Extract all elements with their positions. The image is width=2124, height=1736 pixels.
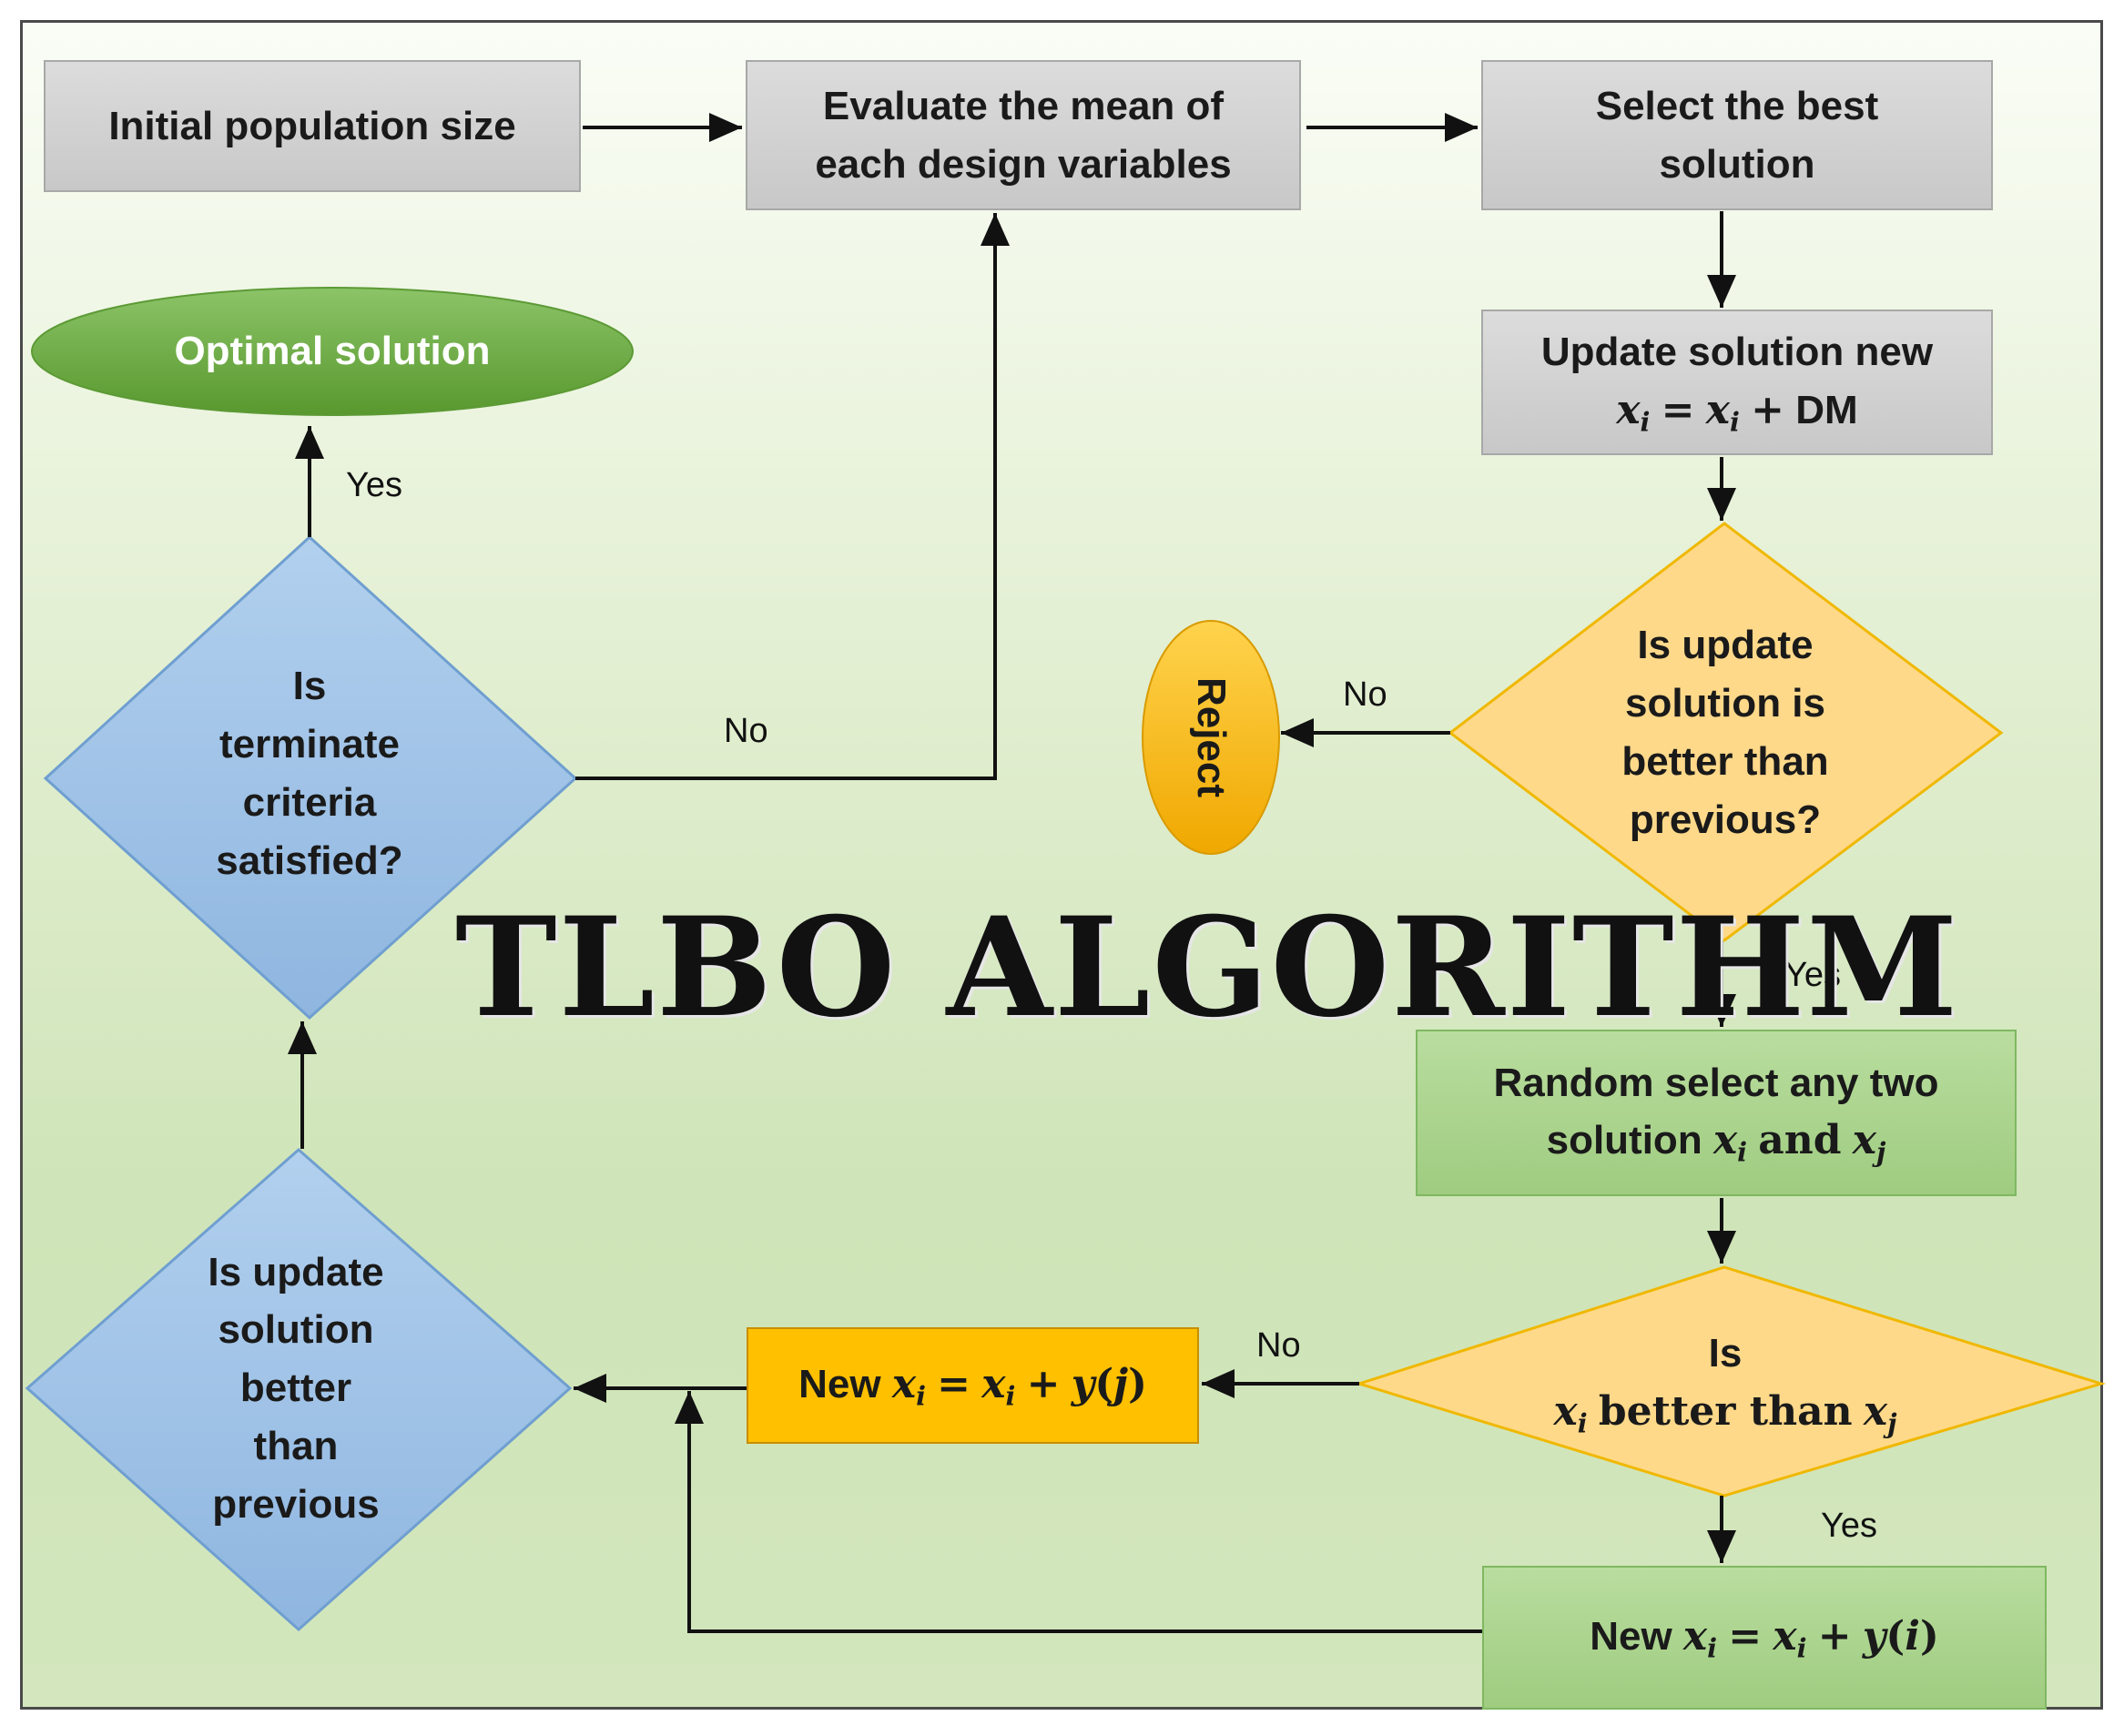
decision-compare-line2: xi better than xj (1553, 1387, 1897, 1439)
reject-text: Reject (1188, 676, 1234, 798)
evaluate-text-line1: Evaluate the mean of (822, 83, 1225, 128)
reject-label: Reject (1184, 646, 1238, 828)
decision-better-label: Is update solution is better than previo… (1548, 619, 1903, 847)
decision-terminate-line3: criteria (242, 780, 377, 825)
optimal-solution-label: Optimal solution (32, 315, 633, 388)
decision-terminate-line1: Is (292, 664, 327, 709)
decision-update-line4: than (253, 1423, 339, 1468)
diagram-title: TLBO ALGORITHM (455, 888, 1960, 1048)
update-solution-box: Update solution new xi = xi + DM (1481, 310, 1993, 455)
random-text-and: and (1758, 1117, 1842, 1164)
update-text-line1: Update solution new (1540, 330, 1934, 375)
arrow-terminate-to-evaluate (575, 213, 1010, 780)
decision-terminate-line4: satisfied? (216, 838, 403, 883)
select-text-line2: solution (1659, 141, 1815, 187)
decision-better-line1: Is update (1637, 623, 1814, 668)
decision-better-line4: previous? (1629, 797, 1822, 842)
update-formula-dm: DM (1795, 387, 1858, 432)
decision-compare-label: Is xi better than xj (1493, 1315, 1957, 1452)
edge-label-yes-random: Yes (1784, 956, 1841, 994)
optimal-solution-ellipse (31, 287, 634, 416)
decision-update-better-previous (25, 1148, 573, 1632)
select-text-line1: Select the best (1595, 83, 1879, 128)
decision-compare-mid: better than (1598, 1387, 1853, 1435)
decision-update-label: Is update solution better than previous (137, 1243, 455, 1534)
new-xi-y-j-box: New xi = xi + y(j) (747, 1327, 1199, 1444)
reject-ellipse (1142, 620, 1280, 855)
decision-update-line5: previous (212, 1481, 380, 1527)
evaluate-text-line2: each design variables (815, 141, 1232, 187)
random-text-line2: solution xi and xj (1546, 1117, 1886, 1168)
decision-better-than-previous (1448, 522, 2004, 942)
decision-compare-line1: Is (1708, 1331, 1743, 1376)
optimal-solution-text: Optimal solution (174, 329, 491, 374)
decision-better-line3: better than (1621, 739, 1829, 784)
random-text-solution: solution (1546, 1118, 1702, 1163)
decision-update-line2: solution (218, 1307, 374, 1353)
decision-terminate-label: Is terminate criteria satisfied? (146, 655, 473, 892)
arrow-new-i-to-merge (675, 1391, 1482, 1633)
evaluate-mean-box: Evaluate the mean of each design variabl… (746, 60, 1301, 210)
edge-label-no-reject: No (1343, 675, 1387, 714)
random-select-box: Random select any two solution xi and xj (1416, 1030, 2017, 1196)
select-best-box: Select the best solution (1481, 60, 1993, 210)
decision-compare-xi-xj (1354, 1265, 2107, 1497)
decision-better-line2: solution is (1624, 681, 1825, 726)
decision-terminate-line2: terminate (218, 722, 401, 767)
decision-update-line3: better (239, 1365, 352, 1411)
update-formula: xi = xi + DM (1616, 386, 1858, 438)
random-text-line1: Random select any two (1493, 1060, 1939, 1105)
initial-population-text: Initial population size (108, 103, 516, 148)
new-i-prefix: New (1590, 1613, 1672, 1659)
edge-label-yes-optimal: Yes (346, 466, 402, 504)
new-j-prefix: New (798, 1361, 881, 1406)
decision-terminate-criteria (43, 534, 578, 1020)
decision-update-line1: Is update (208, 1249, 384, 1294)
edge-label-no-new-j: No (1256, 1326, 1301, 1365)
edge-label-no-evaluate: No (724, 712, 768, 750)
edge-label-yes-new-i: Yes (1821, 1507, 1877, 1545)
initial-population-box: Initial population size (44, 60, 581, 192)
new-xi-y-i-box: New xi = xi + y(i) (1482, 1566, 2047, 1710)
